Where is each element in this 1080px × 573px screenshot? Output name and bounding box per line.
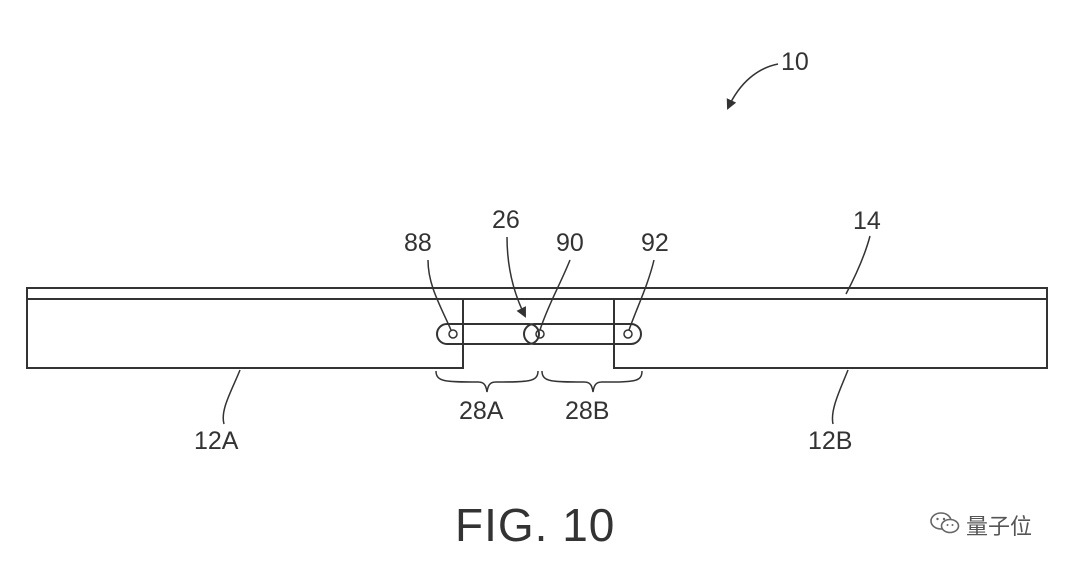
ref-label-26: 26 [492,206,520,234]
watermark-text: 量子位 [966,515,1033,540]
ref-label-28b: 28B [565,397,609,425]
hinge-link-28a [436,323,540,345]
leader-line-92 [628,259,655,331]
ref-label-10: 10 [781,48,809,76]
ref-label-28a: 28A [459,397,504,425]
leader-line-12b [831,369,849,425]
ref-label-14: 14 [853,207,881,235]
wechat-icon [930,511,960,540]
leader-line-88 [427,259,452,331]
hinge-link-28b [523,323,642,345]
panel-12b [613,299,1048,369]
pivot-pin-92 [623,329,633,339]
figure-caption: FIG. 10 [455,499,616,551]
leader-line-14 [845,235,871,295]
ref-label-90: 90 [556,229,584,257]
ref-label-12a: 12A [194,427,239,455]
leader-line-12a [222,369,241,425]
ref-label-12b: 12B [808,427,852,455]
pivot-pin-88 [448,329,458,339]
cover-layer-14 [26,287,1048,300]
watermark: 量子位 [930,509,1032,541]
leader-line-26 [506,236,526,318]
ref-label-92: 92 [641,229,669,257]
brace-28a [435,370,539,393]
brace-28b [541,370,643,393]
ref-label-88: 88 [404,229,432,257]
leader-line-10 [726,63,779,110]
leader-line-90 [539,259,571,331]
panel-12a [26,299,464,369]
